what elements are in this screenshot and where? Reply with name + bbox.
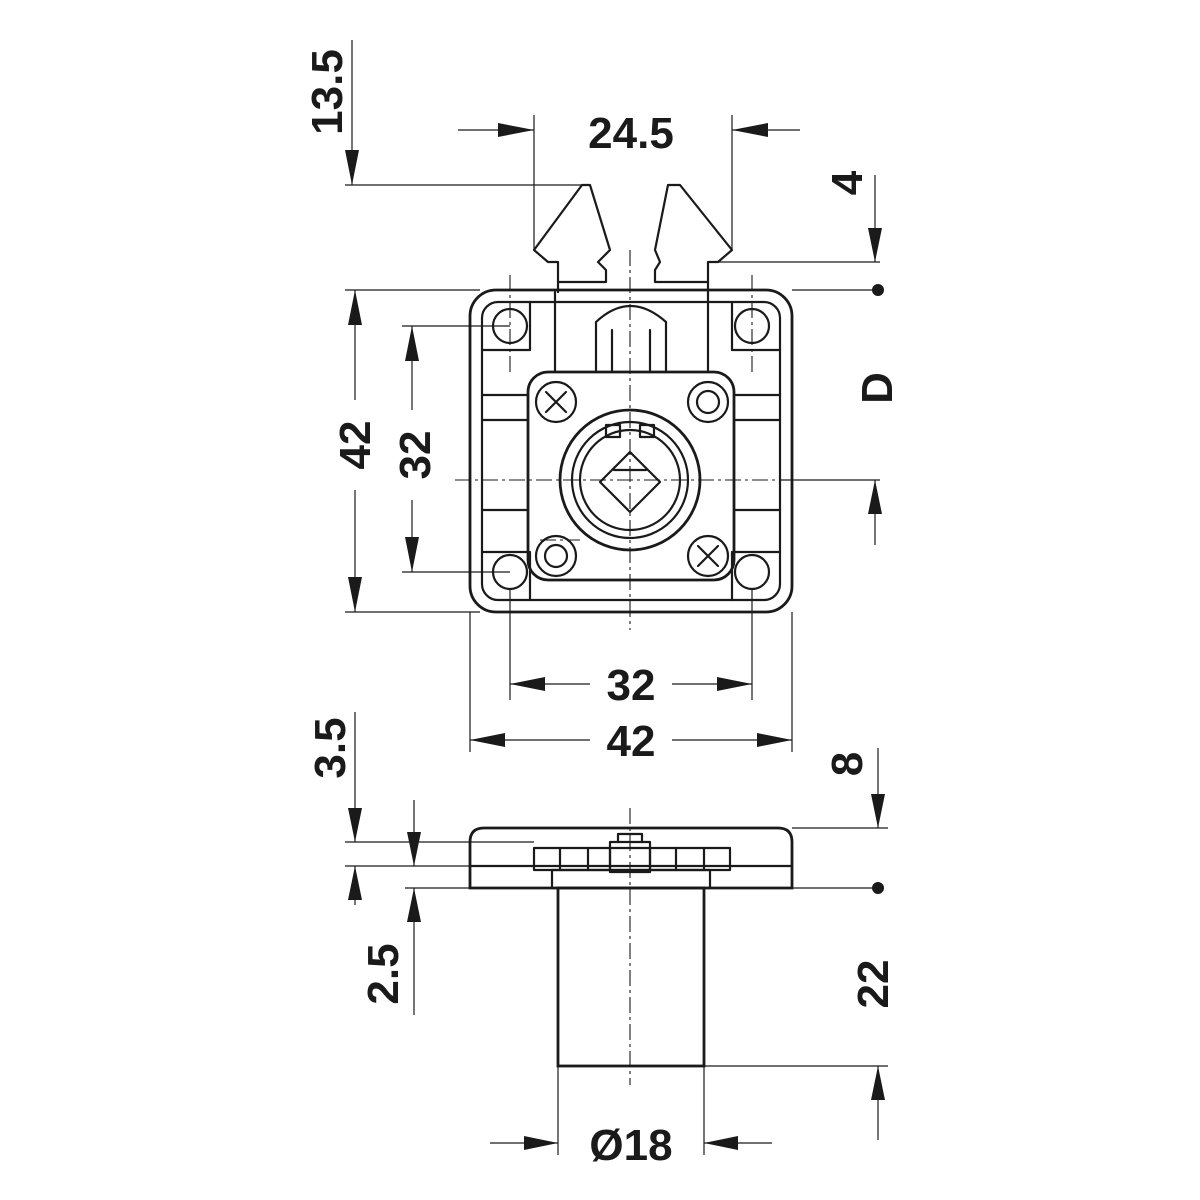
screw-hole-tr-inner [695, 389, 721, 415]
arrow-42v-top [348, 290, 362, 325]
bolt-tip [616, 832, 644, 844]
dim-diameter-18: Ø18 [589, 1121, 672, 1170]
screw-br-cross [696, 544, 720, 568]
corner-br [730, 550, 782, 602]
front-dimensions: 13.5 24.5 4 D 42 32 [303, 40, 902, 766]
side-view [468, 808, 794, 1085]
dim-4: 4 [823, 170, 872, 195]
arrow-32h-left [510, 677, 545, 691]
dim-3-5: 3.5 [306, 717, 355, 778]
arrow-32v-bottom [405, 537, 419, 572]
corner-tl [480, 300, 532, 352]
mounting-plate-inner [480, 300, 782, 602]
dim-32-horizontal: 32 [607, 661, 656, 710]
arrow-32h-right [717, 677, 752, 691]
arrow-22 [871, 1066, 885, 1100]
dim-d: D [853, 372, 902, 404]
ref-dot-bottom [872, 882, 884, 894]
dim-42-horizontal: 42 [607, 717, 656, 766]
arrow-13-5 [345, 150, 359, 185]
dim-42-vertical: 42 [331, 421, 380, 470]
arrow-24-5-left [498, 123, 534, 137]
arrow-32v-top [405, 326, 419, 361]
cylinder-body [556, 886, 706, 1068]
cylinder-notch-left [604, 423, 622, 439]
arrow-d [868, 480, 882, 514]
dim-32-vertical: 32 [391, 431, 440, 480]
arrow-42h-right [757, 733, 792, 747]
dim-13-5: 13.5 [303, 49, 352, 135]
arrow-3-5-bottom [348, 866, 362, 900]
bolt-claw-right [653, 183, 734, 284]
arrow-2-5-bottom [407, 888, 421, 922]
arrow-18-right [704, 1136, 738, 1150]
lock-body [526, 370, 736, 582]
arrow-42h-left [470, 733, 505, 747]
screw-hole-bl [534, 534, 578, 578]
arrow-3-5-top [348, 808, 362, 842]
dim-8: 8 [823, 752, 872, 776]
bolt-claw-left [532, 183, 612, 284]
cylinder-notch-right [638, 423, 656, 439]
arrow-18-left [524, 1136, 558, 1150]
dim-24-5: 24.5 [588, 109, 674, 158]
screw-tl-cross [544, 390, 568, 414]
arrow-2-5-top [407, 832, 421, 866]
arrow-4 [868, 228, 882, 262]
screw-tl [534, 380, 578, 424]
hole-br [733, 553, 771, 591]
corner-tr [730, 300, 782, 352]
dim-2-5: 2.5 [359, 943, 408, 1004]
screw-br [686, 534, 730, 578]
arrow-24-5-right [732, 123, 768, 137]
side-dimensions: 3.5 2.5 8 22 Ø18 [306, 712, 898, 1170]
corner-bl [480, 550, 532, 602]
flange-plate [468, 826, 794, 890]
ref-dot-top [872, 284, 884, 296]
screw-hole-bl-inner [543, 543, 569, 569]
mounting-plate-outline [468, 288, 794, 614]
keyway-diamond [598, 450, 662, 514]
arrow-42v-bottom [348, 577, 362, 612]
front-view [455, 183, 805, 630]
arrow-8 [871, 794, 885, 828]
dim-22: 22 [849, 960, 898, 1009]
bolt-tongue [594, 304, 668, 374]
screw-hole-tr [686, 380, 730, 424]
